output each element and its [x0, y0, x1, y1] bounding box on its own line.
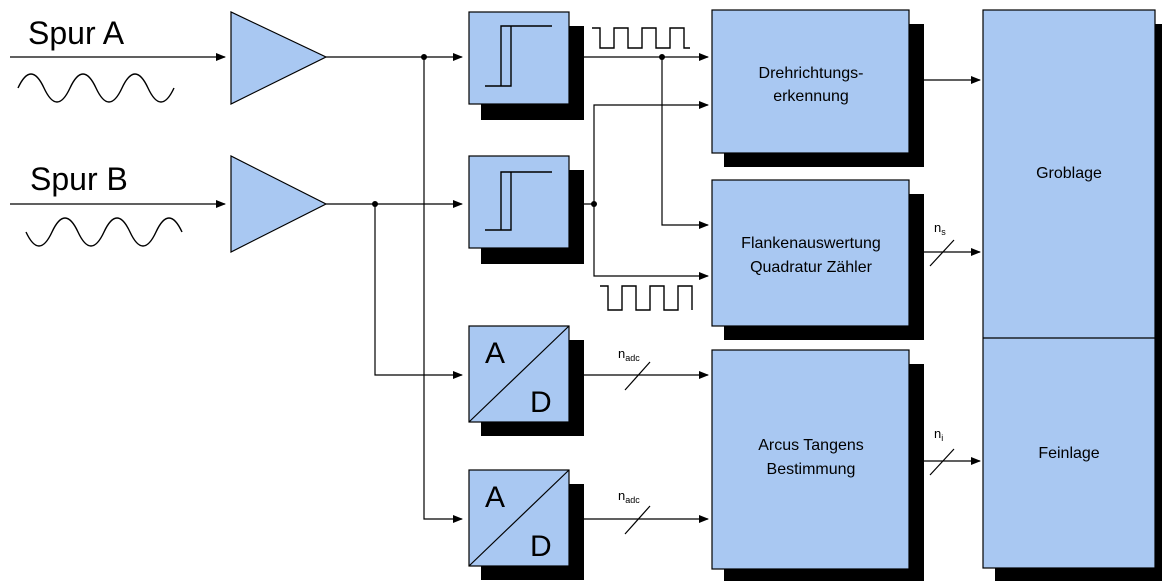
- track-a-sine-icon: [17, 73, 175, 103]
- bus-label-ni: ni: [934, 426, 943, 443]
- track-b-label: Spur B: [30, 161, 128, 197]
- amplifier-a-icon: [230, 11, 328, 105]
- wire-b-to-adc1: [374, 204, 463, 379]
- wire-a-to-adc2: [423, 57, 463, 523]
- direction-detection-block: Drehrichtungs- erkennung: [711, 9, 924, 167]
- svg-text:erkennung: erkennung: [773, 88, 849, 105]
- amplifier-b-icon: [230, 155, 328, 253]
- arctan-block: Arcus Tangens Bestimmung: [711, 349, 924, 581]
- bus-label-ns: ns: [934, 220, 946, 237]
- svg-text:Arcus Tangens: Arcus Tangens: [758, 437, 864, 454]
- bus-label-nadc: nadc: [618, 346, 640, 363]
- wire-comp-a-to-edge: [661, 57, 709, 229]
- adc-digital-label: D: [530, 530, 552, 563]
- comparator-a: [468, 11, 584, 120]
- coarse-position-label: Groblage: [1036, 165, 1102, 182]
- svg-text:Drehrichtungs-: Drehrichtungs-: [759, 65, 864, 82]
- bus-label-nadc: nadc: [618, 488, 640, 505]
- edge-evaluation-block: Flankenauswertung Quadratur Zähler: [711, 179, 924, 340]
- track-b-sine-icon: [25, 217, 183, 247]
- svg-text:Quadratur Zähler: Quadratur Zähler: [750, 259, 873, 276]
- adc-digital-label: D: [530, 386, 552, 419]
- hysteresis-icon: [485, 171, 552, 231]
- ad-converter-2: A D: [468, 469, 584, 580]
- svg-text:Bestimmung: Bestimmung: [767, 461, 856, 478]
- fine-position-label: Feinlage: [1038, 445, 1099, 462]
- comparator-b: [468, 155, 584, 264]
- wire-comp-b-to-edge: [593, 204, 709, 280]
- adc-analog-label: A: [485, 481, 505, 514]
- track-a-label: Spur A: [28, 15, 125, 51]
- wire-comp-b-to-direction: [593, 101, 709, 204]
- svg-text:Flankenauswertung: Flankenauswertung: [741, 235, 881, 252]
- position-register: Groblage Feinlage: [982, 9, 1162, 581]
- hysteresis-icon: [485, 25, 552, 87]
- square-wave-b-icon: [600, 285, 693, 311]
- ad-converter-1: A D: [468, 325, 584, 436]
- adc-analog-label: A: [485, 337, 505, 370]
- square-wave-a-icon: [592, 27, 690, 49]
